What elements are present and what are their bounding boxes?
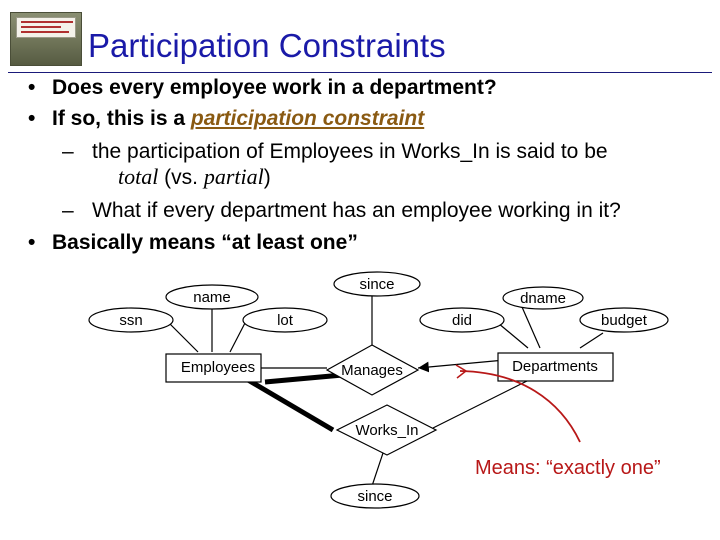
- term-total: total: [118, 164, 159, 189]
- edge-budget-departments: [579, 332, 604, 349]
- label-since-bottom: since: [357, 488, 392, 505]
- sub-bullet-item: –the participation of Employees in Works…: [62, 140, 608, 164]
- rel-works-in-diamond: [335, 404, 438, 456]
- sub-bullet-text: What if every department has an employee…: [92, 199, 621, 222]
- edge-employees-worksin-total: [246, 377, 335, 433]
- attr-name-ellipse: [165, 284, 259, 310]
- sub-bullet-item: –What if every department has an employe…: [62, 199, 621, 223]
- bullet-text: Basically means “at least one”: [52, 231, 358, 254]
- term-partial: partial: [203, 164, 264, 189]
- title-divider: [8, 72, 712, 73]
- dash-icon: –: [62, 199, 74, 222]
- university-logo: [10, 12, 82, 66]
- edge-departments-manages: [417, 359, 506, 373]
- sub-bullet-continuation: total (vs. partial): [118, 164, 271, 190]
- slide-title: Participation Constraints: [88, 27, 446, 64]
- label-dname: dname: [520, 290, 566, 307]
- callout-text: Means: “exactly one”: [475, 457, 661, 479]
- attr-ssn-ellipse: [88, 307, 174, 333]
- sub-bullet-text: (vs.: [158, 166, 204, 189]
- logo-line: [21, 31, 69, 33]
- bullet-dot-icon: •: [28, 231, 36, 254]
- bullet-text: Does every employee work in a department…: [52, 76, 497, 99]
- bullet-item: • If so, this is a participation constrai…: [28, 107, 424, 131]
- label-manages: Manages: [341, 362, 403, 379]
- rel-manages-diamond: [325, 344, 420, 396]
- dash-icon: –: [62, 140, 74, 163]
- label-name: name: [193, 289, 231, 306]
- edge-lot-employees: [229, 322, 246, 353]
- attr-budget-ellipse: [579, 307, 669, 333]
- attr-dname-ellipse: [502, 286, 584, 310]
- attr-lot-ellipse: [242, 307, 328, 333]
- callout-pointer-line: [459, 370, 581, 443]
- callout-pointer-tip-icon: [455, 364, 468, 379]
- bullet-item: • Basically means “at least one”: [28, 231, 358, 255]
- label-departments: Departments: [512, 358, 598, 375]
- bullet-item: • Does every employee work in a departmen…: [28, 76, 497, 100]
- edge-did-departments: [497, 322, 529, 349]
- logo-line: [21, 26, 61, 28]
- bullet-text: If so, this is a: [52, 107, 191, 130]
- label-works-in: Works_In: [355, 422, 418, 439]
- attr-did-ellipse: [419, 307, 505, 333]
- label-did: did: [452, 312, 472, 329]
- label-employees: Employees: [181, 359, 255, 376]
- sub-bullet-text: ): [263, 166, 271, 189]
- label-ssn: ssn: [119, 312, 142, 329]
- label-lot: lot: [277, 312, 294, 329]
- sub-bullet-text: the participation of Employees in Works_…: [92, 140, 608, 163]
- edge-ssn-employees: [167, 321, 199, 353]
- logo-band: [16, 17, 76, 38]
- logo-line: [21, 21, 73, 23]
- entity-departments-box: [497, 352, 614, 382]
- label-budget: budget: [601, 312, 648, 329]
- bullet-dot-icon: •: [28, 107, 36, 130]
- attr-since-top-ellipse: [333, 271, 421, 297]
- entity-employees-box: [165, 353, 262, 383]
- edge-since-worksin: [371, 452, 384, 487]
- participation-constraint-term: participation constraint: [190, 107, 425, 130]
- attr-since-bottom-ellipse: [330, 483, 420, 509]
- label-since-top: since: [359, 276, 394, 293]
- edge-dname-departments: [521, 306, 541, 349]
- edge-departments-worksin: [432, 380, 528, 429]
- bullet-dot-icon: •: [28, 76, 36, 99]
